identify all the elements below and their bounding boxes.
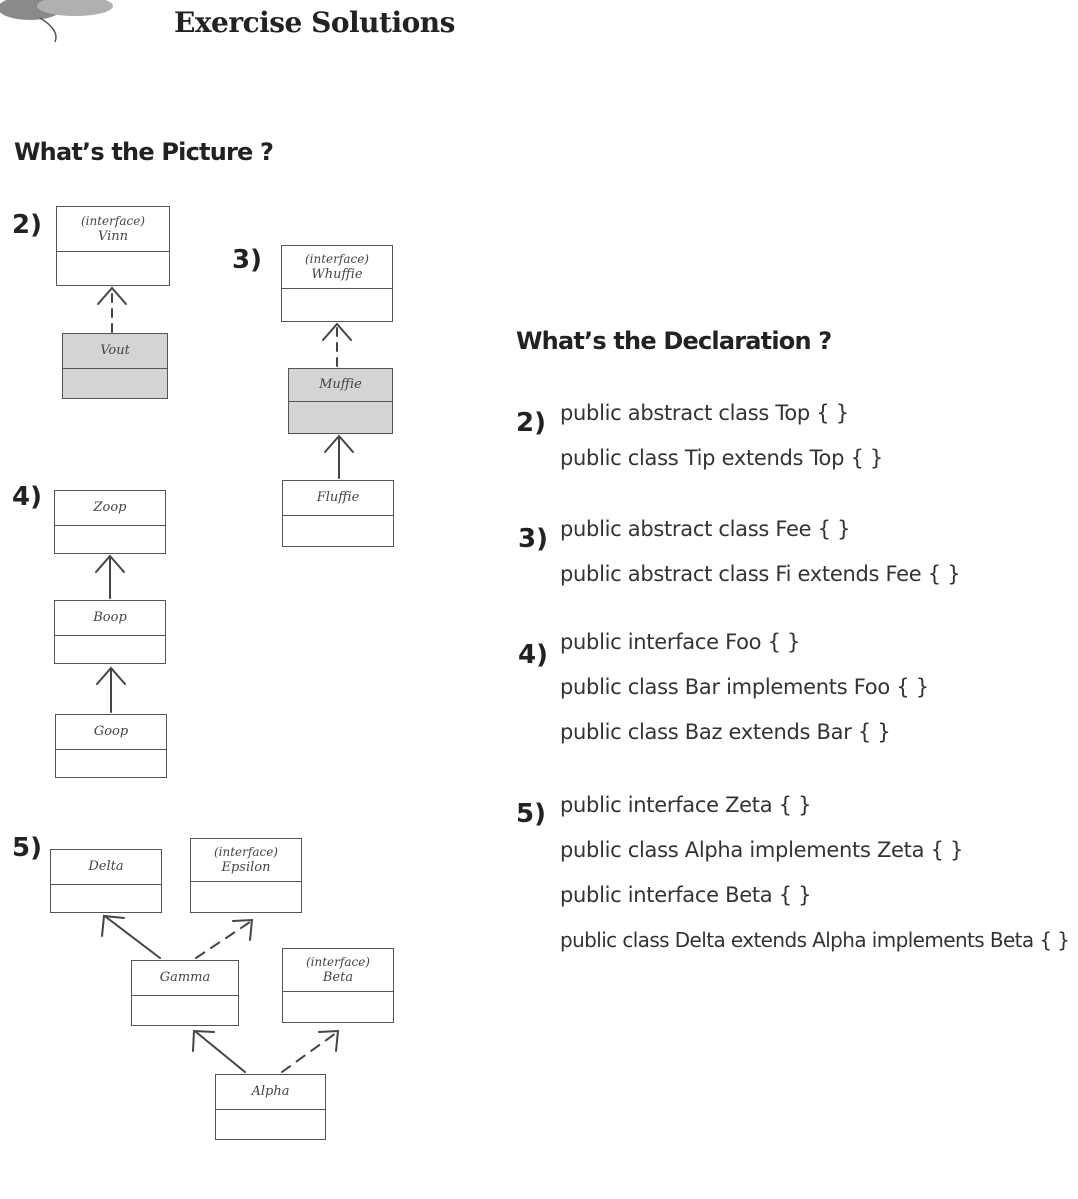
stereotype-label: (interface): [213, 845, 278, 859]
declaration-heading: What’s the Declaration ?: [516, 327, 832, 355]
class-name: Vinn: [97, 229, 129, 244]
decl-line: public abstract class Fi extends Fee { }: [560, 562, 961, 586]
uml-box-alpha: Alpha: [215, 1074, 326, 1140]
decl-line: public class Alpha implements Zeta { }: [560, 838, 964, 862]
arrowhead: [97, 286, 127, 305]
uml-box-vinn: (interface)Vinn: [56, 206, 170, 286]
stereotype-label: (interface): [305, 955, 370, 969]
class-name: Delta: [88, 859, 124, 874]
class-name: Muffie: [319, 377, 362, 392]
class-name: Gamma: [159, 970, 211, 985]
arrowhead: [232, 918, 254, 941]
extends-arrow: [195, 1031, 246, 1073]
decl-2-number: 2): [516, 408, 546, 438]
uml-box-muffie: Muffie: [288, 368, 393, 434]
uml-box-whuffie: (interface)Whuffie: [281, 245, 393, 322]
uml-box-beta: (interface)Beta: [282, 948, 394, 1023]
arrowhead: [95, 554, 125, 573]
class-name: Whuffie: [311, 267, 363, 282]
diagram-3-number: 3): [232, 245, 262, 275]
arrowhead: [101, 914, 125, 937]
uml-box-vout: Vout: [62, 333, 168, 399]
stereotype-label: (interface): [80, 214, 145, 228]
class-name: Boop: [93, 610, 127, 625]
arrowhead: [318, 1029, 340, 1052]
decl-5-number: 5): [516, 799, 546, 829]
class-name: Epsilon: [221, 860, 271, 875]
decl-line: public abstract class Top { }: [560, 401, 849, 425]
extends-arrow: [105, 916, 161, 959]
arrowhead: [322, 322, 352, 341]
diagram-2-number: 2): [12, 210, 42, 240]
decl-line: public abstract class Fee { }: [560, 517, 851, 541]
stereotype-label: (interface): [304, 252, 369, 266]
decl-line: public class Baz extends Bar { }: [560, 720, 891, 744]
decl-line: public interface Foo { }: [560, 630, 801, 654]
diagram-5-number: 5): [12, 833, 42, 863]
decl-3-number: 3): [518, 524, 548, 554]
uml-box-delta: Delta: [50, 849, 162, 913]
class-name: Zoop: [93, 500, 127, 515]
decl-line: public interface Zeta { }: [560, 793, 812, 817]
arrowhead: [96, 666, 126, 685]
picture-heading: What’s the Picture ?: [14, 138, 274, 166]
decl-4-number: 4): [518, 640, 548, 670]
arrowhead: [192, 1029, 215, 1052]
decl-line: public class Tip extends Top { }: [560, 446, 883, 470]
decl-line: public interface Beta { }: [560, 883, 812, 907]
uml-box-zoop: Zoop: [54, 490, 166, 554]
uml-box-boop: Boop: [54, 600, 166, 664]
decl-line: public class Delta extends Alpha impleme…: [560, 928, 1070, 952]
uml-box-gamma: Gamma: [131, 960, 239, 1026]
class-name: Fluffie: [316, 490, 360, 505]
decorative-shoes-image: [0, 0, 120, 45]
uml-box-fluffie: Fluffie: [282, 480, 394, 547]
uml-box-goop: Goop: [55, 714, 167, 778]
arrowhead: [324, 434, 354, 453]
class-name: Goop: [93, 724, 129, 739]
class-name: Alpha: [251, 1084, 290, 1099]
decl-line: public class Bar implements Foo { }: [560, 675, 929, 699]
page-title: Exercise Solutions: [174, 6, 455, 39]
diagram-4-number: 4): [12, 482, 42, 512]
uml-box-epsilon: (interface)Epsilon: [190, 838, 302, 913]
class-name: Vout: [100, 343, 130, 358]
implements-arrow: [281, 1032, 337, 1073]
class-name: Beta: [322, 970, 354, 985]
implements-arrow: [195, 921, 251, 959]
